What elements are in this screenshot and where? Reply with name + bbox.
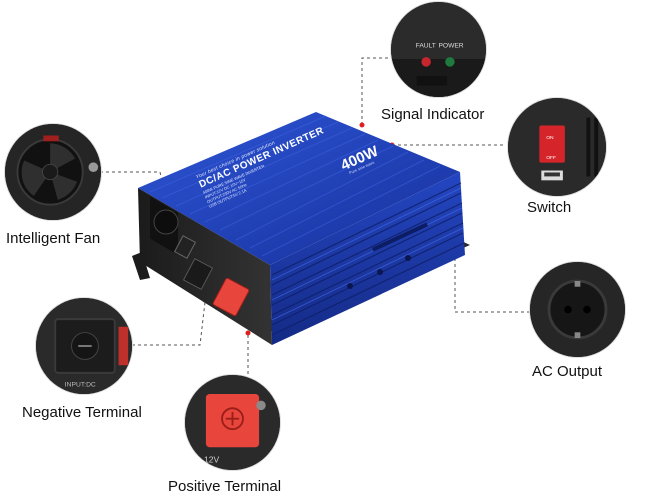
- svg-text:INPUT:DC: INPUT:DC: [65, 381, 96, 388]
- label-signal-indicator: Signal Indicator: [381, 106, 485, 123]
- signal-indicator-closeup: FAULT POWER: [391, 2, 486, 97]
- label-negative-terminal: Negative Terminal: [22, 404, 142, 421]
- label-positive-terminal: Positive Terminal: [168, 478, 282, 495]
- ac-output-closeup: [530, 262, 625, 357]
- fault-label: FAULT: [416, 43, 436, 50]
- positive-terminal-closeup: 12V: [185, 375, 280, 470]
- inverter-top: [138, 112, 460, 265]
- label-intelligent-fan: Intelligent Fan: [6, 230, 101, 247]
- label-ac-output: AC Output: [532, 363, 603, 380]
- led-indicator-icon: [421, 57, 431, 67]
- rocker-switch-icon: [539, 125, 565, 163]
- svg-text:ON: ON: [546, 135, 554, 141]
- ac-socket-icon: [547, 279, 608, 340]
- power-label: POWER: [439, 43, 464, 50]
- switch-closeup: ON OFF: [508, 98, 606, 196]
- negative-terminal-closeup: INPUT:DC: [36, 298, 132, 394]
- fan-icon: [153, 209, 179, 235]
- negative-terminal-icon: [182, 258, 214, 290]
- positive-terminal-icon: [212, 277, 250, 317]
- label-switch: Switch: [527, 199, 572, 216]
- intelligent-fan-closeup: [5, 124, 101, 220]
- svg-text:OFF: OFF: [546, 155, 556, 161]
- svg-text:12V: 12V: [204, 454, 220, 464]
